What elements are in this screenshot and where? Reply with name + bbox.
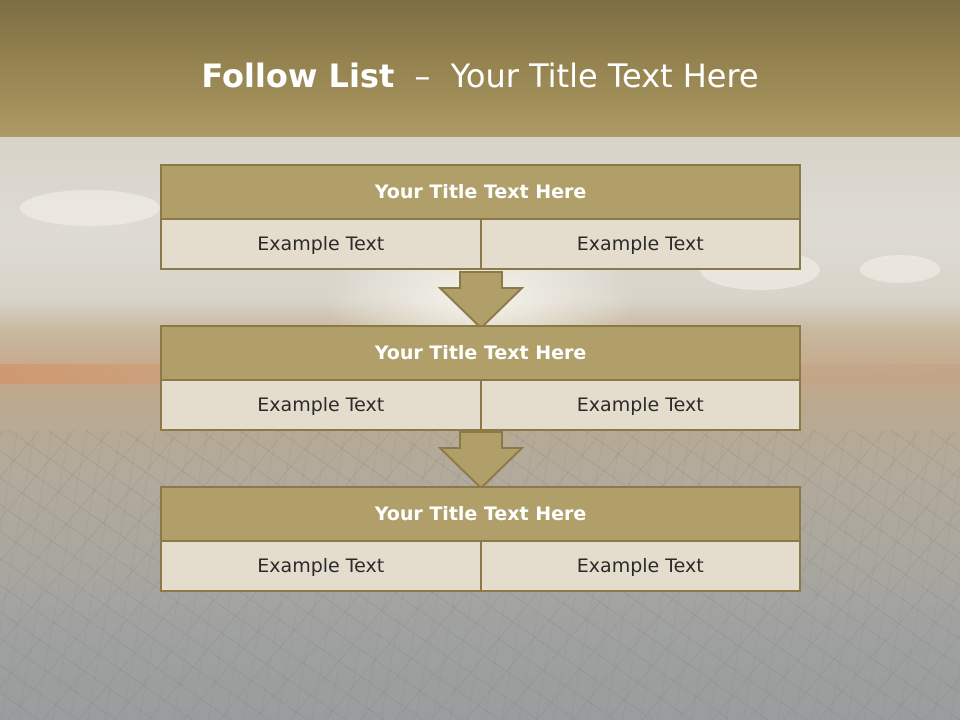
step-cell-left: Example Text: [160, 381, 482, 431]
step-cell-left: Example Text: [160, 542, 482, 592]
step-cell-right: Example Text: [481, 542, 801, 592]
step-cell-right: Example Text: [481, 220, 801, 270]
title-bar: Follow List – Your Title Text Here: [0, 0, 960, 137]
step-cell-left: Example Text: [160, 220, 482, 270]
step-title: Your Title Text Here: [160, 325, 801, 381]
step-block-3: Your Title Text Here Example Text Exampl…: [160, 486, 801, 592]
cloud-decoration: [20, 190, 160, 226]
step-block-2: Your Title Text Here Example Text Exampl…: [160, 325, 801, 431]
step-row: Example Text Example Text: [160, 381, 801, 431]
step-block-1: Your Title Text Here Example Text Exampl…: [160, 164, 801, 270]
step-title: Your Title Text Here: [160, 486, 801, 542]
step-cell-right: Example Text: [481, 381, 801, 431]
step-row: Example Text Example Text: [160, 542, 801, 592]
cloud-decoration: [860, 255, 940, 283]
title-bold-part: Follow List: [201, 57, 395, 95]
step-title: Your Title Text Here: [160, 164, 801, 220]
step-row: Example Text Example Text: [160, 220, 801, 270]
title-text-part: Your Title Text Here: [450, 57, 759, 95]
arrow-down-icon: [438, 271, 524, 330]
title-separator: –: [414, 57, 431, 95]
arrow-down-icon: [438, 431, 524, 490]
slide-title: Follow List – Your Title Text Here: [0, 56, 960, 96]
